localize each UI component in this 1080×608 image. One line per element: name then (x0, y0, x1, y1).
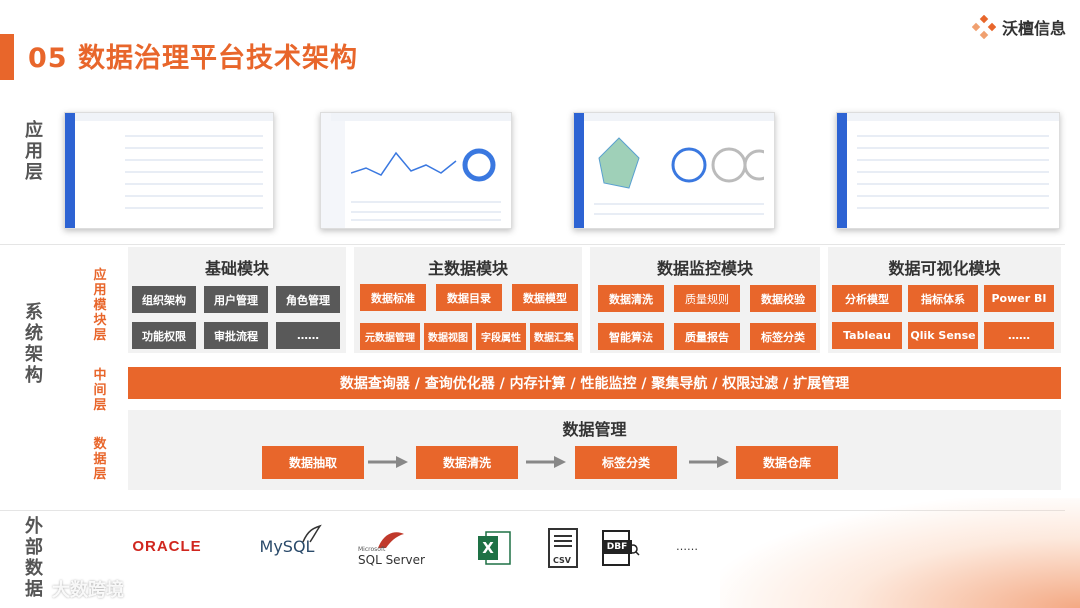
sql-server-text: SQL Server (358, 553, 425, 567)
gauge-chart-thumbnail (598, 137, 764, 189)
module-item[interactable]: 智能算法 (598, 323, 664, 350)
more-sources: …… (676, 540, 698, 553)
flow-step-clean[interactable]: 数据清洗 (416, 446, 518, 479)
module-item[interactable]: 数据校验 (750, 285, 816, 312)
module-item[interactable]: 组织架构 (132, 286, 196, 313)
divider-top (0, 244, 1065, 245)
excel-icon: X (476, 530, 512, 570)
module-item[interactable]: 数据标准 (360, 284, 426, 311)
module-item[interactable]: …… (276, 322, 340, 349)
watermark: 大数跨境 (6, 576, 124, 602)
module-item[interactable]: 数据汇集 (530, 323, 578, 350)
module-item[interactable]: 元数据管理 (360, 323, 420, 350)
csv-label: CSV (553, 556, 571, 565)
module-item[interactable]: Power BI (984, 285, 1054, 312)
arrow-right-icon (689, 456, 729, 468)
data-layer-label: 数据层 (93, 437, 107, 482)
module-item[interactable]: 质量规则 (674, 285, 740, 312)
module-item[interactable]: 字段属性 (476, 323, 526, 350)
module-title: 主数据模块 (427, 259, 508, 278)
module-basic: 基础模块 组织架构 用户管理 角色管理 功能权限 审批流程 …… (128, 247, 346, 353)
module-title: 数据可视化模块 (888, 259, 1001, 278)
module-item[interactable]: 功能权限 (132, 322, 196, 349)
line-chart-thumbnail (351, 148, 496, 182)
arrow-right-icon (368, 456, 408, 468)
page-title: 05 数据治理平台技术架构 (28, 43, 358, 74)
app-screenshot-2 (320, 112, 512, 229)
csv-file-icon: CSV (548, 528, 578, 568)
magnifier-icon (628, 544, 640, 556)
dolphin-icon (302, 524, 322, 543)
flow-step-tag[interactable]: 标签分类 (575, 446, 677, 479)
mysql-logo: MySQL (252, 524, 322, 566)
sql-server-icon (378, 532, 404, 548)
mysql-text: MySQL (259, 536, 315, 556)
module-item[interactable]: 指标体系 (908, 285, 978, 312)
module-item[interactable]: Qlik Sense (908, 322, 978, 349)
module-item[interactable]: 数据目录 (436, 284, 502, 311)
sql-server-logo: Microsoft SQL Server (356, 528, 425, 568)
dbf-file-icon: DBF (602, 530, 640, 566)
module-visualization: 数据可视化模块 分析模型 指标体系 Power BI Tableau Qlik … (828, 247, 1061, 353)
module-item[interactable]: 质量报告 (674, 323, 740, 350)
middle-layer-label: 中间层 (93, 368, 107, 413)
module-title: 基础模块 (204, 259, 269, 278)
module-item[interactable]: 数据视图 (424, 323, 472, 350)
module-item[interactable]: 审批流程 (204, 322, 268, 349)
sql-server-microsoft-text: Microsoft (358, 546, 386, 553)
module-item[interactable]: …… (984, 322, 1054, 349)
module-title: 数据监控模块 (656, 259, 753, 278)
logo-text: 沃檀信息 (1002, 19, 1067, 38)
title-accent-bar (0, 34, 14, 80)
middle-layer-bar: 数据查询器 / 查询优化器 / 内存计算 / 性能监控 / 聚集导航 / 权限过… (128, 367, 1061, 399)
module-master-data: 主数据模块 数据标准 数据目录 数据模型 元数据管理 数据视图 字段属性 数据汇… (354, 247, 582, 353)
oracle-logo: ORACLE (122, 526, 212, 566)
app-module-layer-label: 应用模块层 (93, 268, 107, 343)
module-item[interactable]: 分析模型 (832, 285, 902, 312)
module-item[interactable]: 数据模型 (512, 284, 578, 311)
oracle-text: ORACLE (132, 537, 202, 555)
app-layer-label: 应用层 (25, 120, 43, 183)
module-item[interactable]: 标签分类 (750, 323, 816, 350)
divider-bottom (0, 510, 1065, 511)
svg-text:X: X (482, 539, 494, 557)
external-data-label: 外部数据 (25, 516, 43, 600)
system-architecture-label: 系统架构 (25, 302, 43, 386)
module-item[interactable]: 角色管理 (276, 286, 340, 313)
module-monitoring: 数据监控模块 数据清洗 质量规则 数据校验 智能算法 质量报告 标签分类 (590, 247, 820, 353)
module-item[interactable]: 用户管理 (204, 286, 268, 313)
background-gradient (720, 498, 1080, 608)
app-screenshot-3 (573, 112, 775, 229)
flow-step-extract[interactable]: 数据抽取 (262, 446, 364, 479)
flow-step-warehouse[interactable]: 数据仓库 (736, 446, 838, 479)
module-item[interactable]: 数据清洗 (598, 285, 664, 312)
app-screenshot-4 (836, 112, 1060, 229)
logo-icon (972, 15, 996, 39)
data-management-title: 数据管理 (562, 420, 627, 439)
app-screenshot-1 (64, 112, 274, 229)
module-item[interactable]: Tableau (832, 322, 902, 349)
dbf-label: DBF (602, 540, 632, 554)
arrow-right-icon (526, 456, 566, 468)
watermark-text: 大数跨境 (52, 580, 124, 601)
company-logo: 沃檀信息 (972, 14, 1066, 40)
